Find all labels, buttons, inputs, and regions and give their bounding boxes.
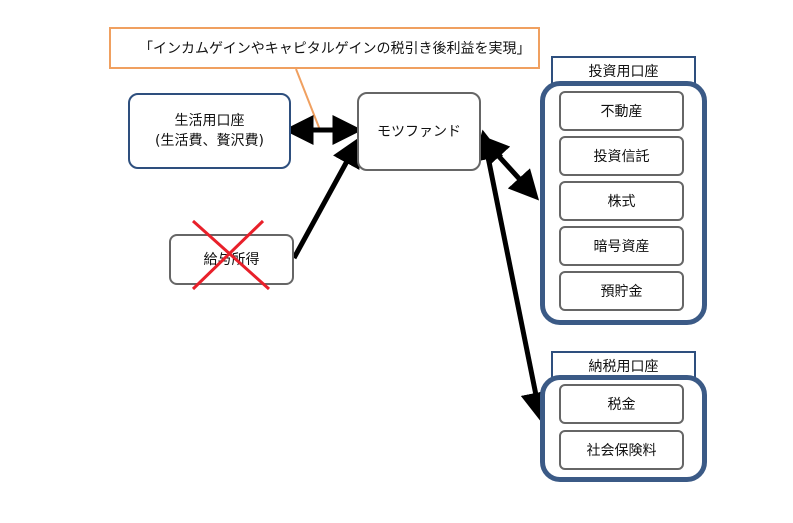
tax-group-label: 納税用口座: [551, 351, 696, 379]
investment-item: 預貯金: [559, 271, 684, 311]
callout-pointer: [295, 68, 321, 131]
investment-item: 投資信託: [559, 136, 684, 176]
fund-node: モツファンド: [357, 92, 481, 171]
investment-item-label: 投資信託: [593, 149, 650, 165]
arrow-fund-tax: [473, 129, 551, 423]
callout-text: 「インカムゲインやキャピタルゲインの税引き後利益を実現」: [139, 41, 531, 57]
living-account-subtitle: (生活費、贅沢費): [155, 133, 264, 149]
investment-item-label: 暗号資産: [593, 239, 650, 255]
investment-item: 暗号資産: [559, 226, 684, 266]
investment-item-label: 株式: [607, 194, 636, 210]
investment-item: 株式: [559, 181, 684, 221]
investment-item-label: 不動産: [600, 104, 643, 120]
salary-node: 給与所得: [169, 234, 294, 285]
tax-item: 税金: [559, 384, 684, 424]
arrow-salary-fund: [291, 136, 361, 260]
living-account-title: 生活用口座: [174, 113, 245, 129]
investment-group-title: 投資用口座: [588, 64, 659, 80]
tax-item: 社会保険料: [559, 430, 684, 470]
investment-group-label: 投資用口座: [551, 56, 696, 84]
callout-box: 「インカムゲインやキャピタルゲインの税引き後利益を実現」: [109, 27, 540, 69]
salary-label: 給与所得: [203, 251, 260, 268]
investment-item: 不動産: [559, 91, 684, 131]
tax-item-label: 社会保険料: [586, 443, 657, 459]
investment-item-label: 預貯金: [600, 284, 643, 300]
tax-item-label: 税金: [607, 397, 636, 413]
fund-label: モツファンド: [377, 123, 461, 140]
living-account-node: 生活用口座 (生活費、贅沢費): [128, 93, 291, 169]
tax-group-title: 納税用口座: [588, 359, 659, 375]
